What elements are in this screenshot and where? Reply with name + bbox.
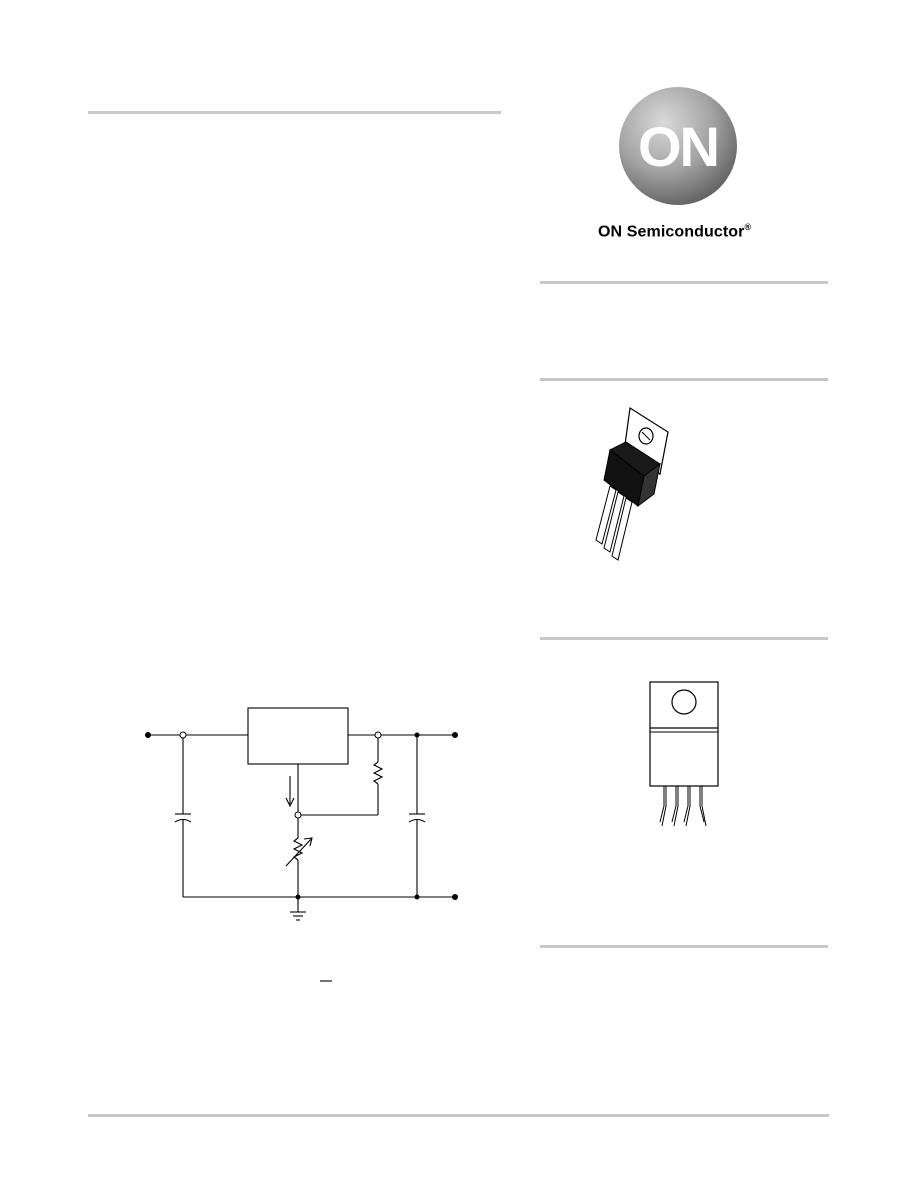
section-rule-2 [540, 378, 828, 381]
brand-name: ON Semiconductor® [598, 222, 751, 241]
section-rule-1 [540, 281, 828, 284]
registered-mark: ® [744, 222, 752, 232]
to220-package-3d-icon [580, 402, 680, 572]
logo-disc [619, 87, 737, 205]
adjustable-regulator-schematic-icon [140, 700, 470, 990]
footer-rule [88, 1114, 829, 1117]
header-rule-left [88, 111, 501, 114]
logo-text: ON [638, 115, 718, 178]
section-rule-3 [540, 637, 828, 640]
brand-name-text: ON Semiconductor [598, 223, 745, 241]
on-semiconductor-logo: ON [618, 86, 738, 206]
to220-outline-icon [640, 676, 730, 836]
section-rule-4 [540, 945, 828, 948]
